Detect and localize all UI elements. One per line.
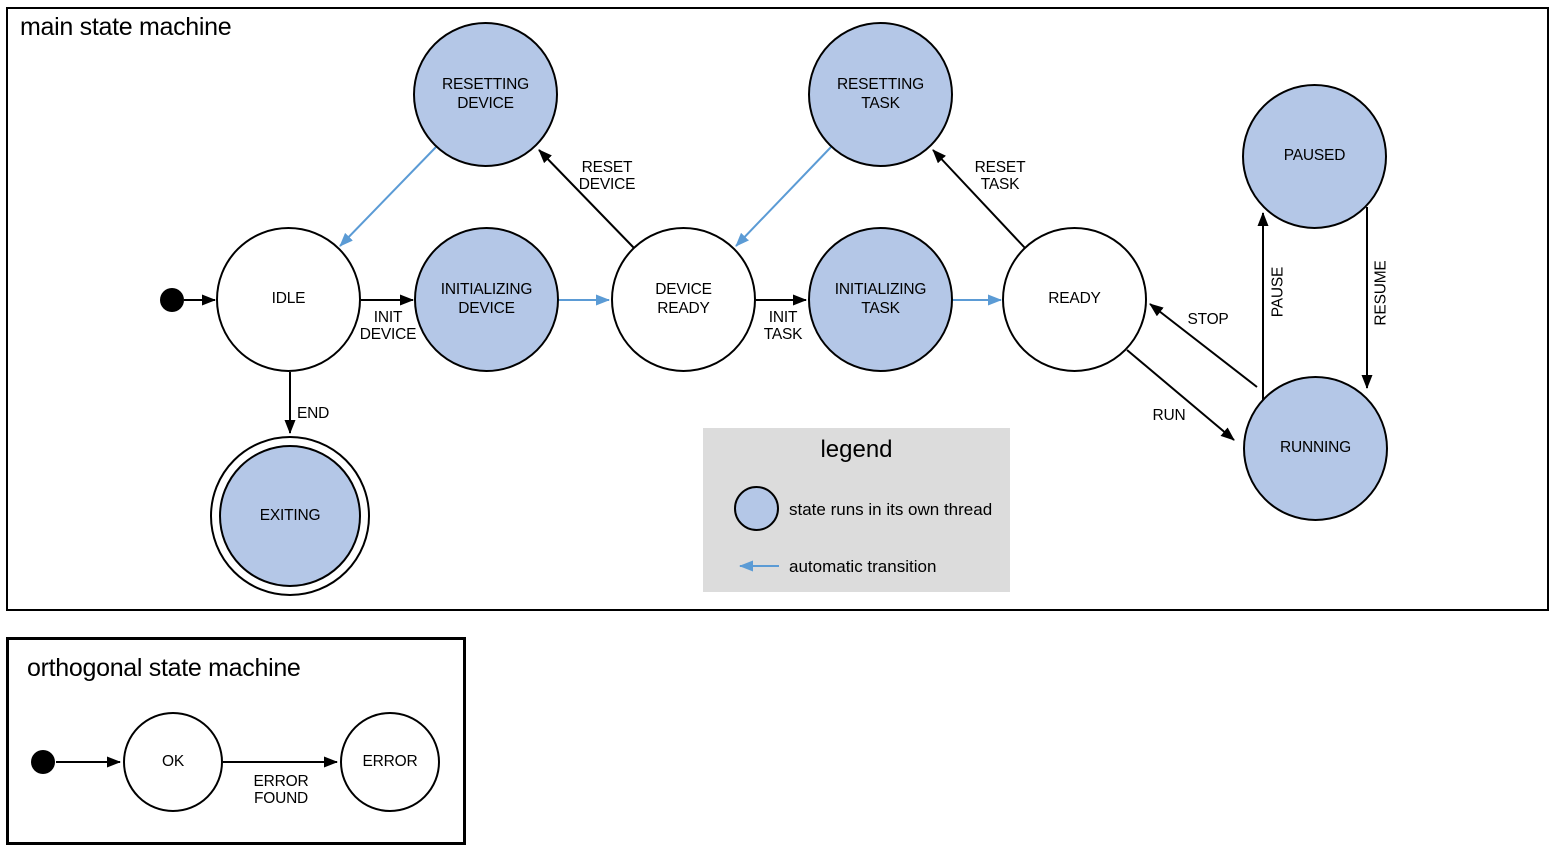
transition-label-end: END	[297, 405, 330, 422]
state-running: RUNNING	[1243, 376, 1388, 521]
state-label: TASK	[861, 94, 900, 112]
arrow-reset-task	[932, 149, 1026, 249]
state-device-ready: DEVICE READY	[611, 227, 756, 372]
transition-label-reset-device: RESET DEVICE	[578, 159, 636, 193]
state-label: DEVICE	[457, 94, 514, 112]
state-label: INITIALIZING	[440, 280, 533, 298]
legend-title: legend	[820, 436, 893, 463]
arrow-run	[1126, 349, 1235, 441]
initial-state-dot-main	[160, 288, 184, 312]
state-idle: IDLE	[216, 227, 361, 372]
state-label: RESETTING	[442, 75, 529, 93]
state-label: INITIALIZING	[834, 280, 927, 298]
state-paused: PAUSED	[1242, 84, 1387, 229]
state-label: EXITING	[259, 507, 321, 524]
transition-label-reset-task: RESET TASK	[974, 159, 1026, 193]
state-initializing-device: INITIALIZING DEVICE	[414, 227, 559, 372]
state-label: DEVICE	[458, 299, 515, 317]
state-label: READY	[1048, 290, 1101, 308]
state-exiting: EXITING	[219, 445, 361, 587]
state-error: ERROR	[340, 712, 440, 812]
state-ready: READY	[1002, 227, 1147, 372]
state-ok: OK	[123, 712, 223, 812]
arrow-reset-device	[538, 149, 635, 249]
state-label: RESETTING	[837, 75, 924, 93]
legend-box: legend state runs in its own thread auto…	[703, 428, 1010, 592]
legend-thread-state-label: state runs in its own thread	[789, 500, 993, 519]
state-resetting-task: RESETTING TASK	[808, 22, 953, 167]
arrow-stop	[1149, 303, 1258, 388]
main-panel-title: main state machine	[20, 13, 232, 41]
transition-label-resume: RESUME	[1372, 260, 1390, 326]
state-label: PAUSED	[1283, 147, 1346, 165]
state-label: ERROR	[362, 752, 418, 770]
state-label: TASK	[861, 299, 900, 317]
auto-arrow-resetting-device-to-idle	[339, 146, 437, 247]
state-initializing-task: INITIALIZING TASK	[808, 227, 953, 372]
state-label: IDLE	[271, 290, 306, 308]
state-label: DEVICE	[655, 280, 712, 298]
transition-label-init-device: INIT DEVICE	[359, 309, 417, 343]
auto-arrow-resetting-task-to-device-ready	[735, 146, 832, 247]
initial-state-dot-orthogonal	[31, 750, 55, 774]
state-label: READY	[657, 299, 710, 317]
orthogonal-panel-title: orthogonal state machine	[27, 654, 301, 682]
transition-label-stop: STOP	[1187, 311, 1229, 328]
transition-label-run: RUN	[1152, 407, 1186, 424]
state-exiting-final: EXITING	[210, 436, 370, 596]
transition-label-init-task: INIT TASK	[763, 309, 803, 343]
state-label: RUNNING	[1280, 439, 1351, 457]
transition-label-pause: PAUSE	[1269, 266, 1287, 318]
state-label: OK	[162, 752, 184, 770]
state-resetting-device: RESETTING DEVICE	[413, 22, 558, 167]
transition-label-error-found: ERROR FOUND	[253, 773, 309, 807]
legend-auto-transition-label: automatic transition	[789, 557, 937, 576]
thread-state-legend-icon	[734, 486, 779, 531]
